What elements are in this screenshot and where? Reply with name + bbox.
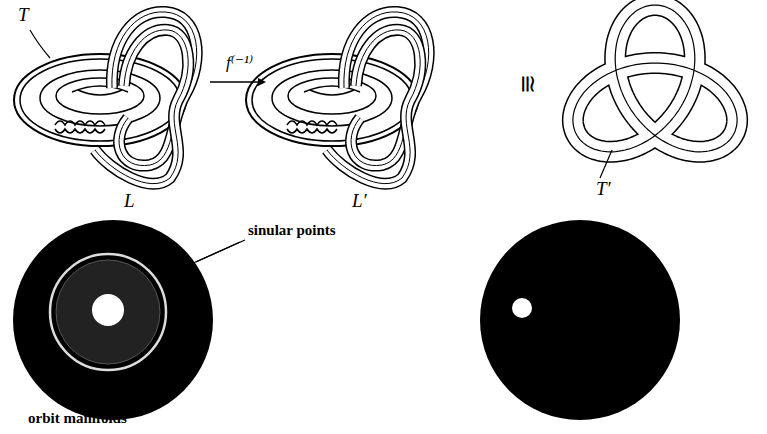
caption-label: orbit manifolds	[28, 410, 127, 427]
trefoil-tube	[573, 5, 737, 152]
torus-label: T	[18, 4, 29, 26]
link-label: L′	[352, 190, 367, 212]
annotation: sinular points	[248, 222, 336, 239]
homeomorphic-sign: ≅	[514, 74, 542, 94]
trefoil-tube	[573, 5, 737, 152]
trefoil-tube	[573, 5, 737, 152]
link-label: L	[124, 190, 135, 212]
map-label: f⁽⁻¹⁾	[226, 52, 253, 73]
torus-label: T′	[596, 178, 611, 200]
